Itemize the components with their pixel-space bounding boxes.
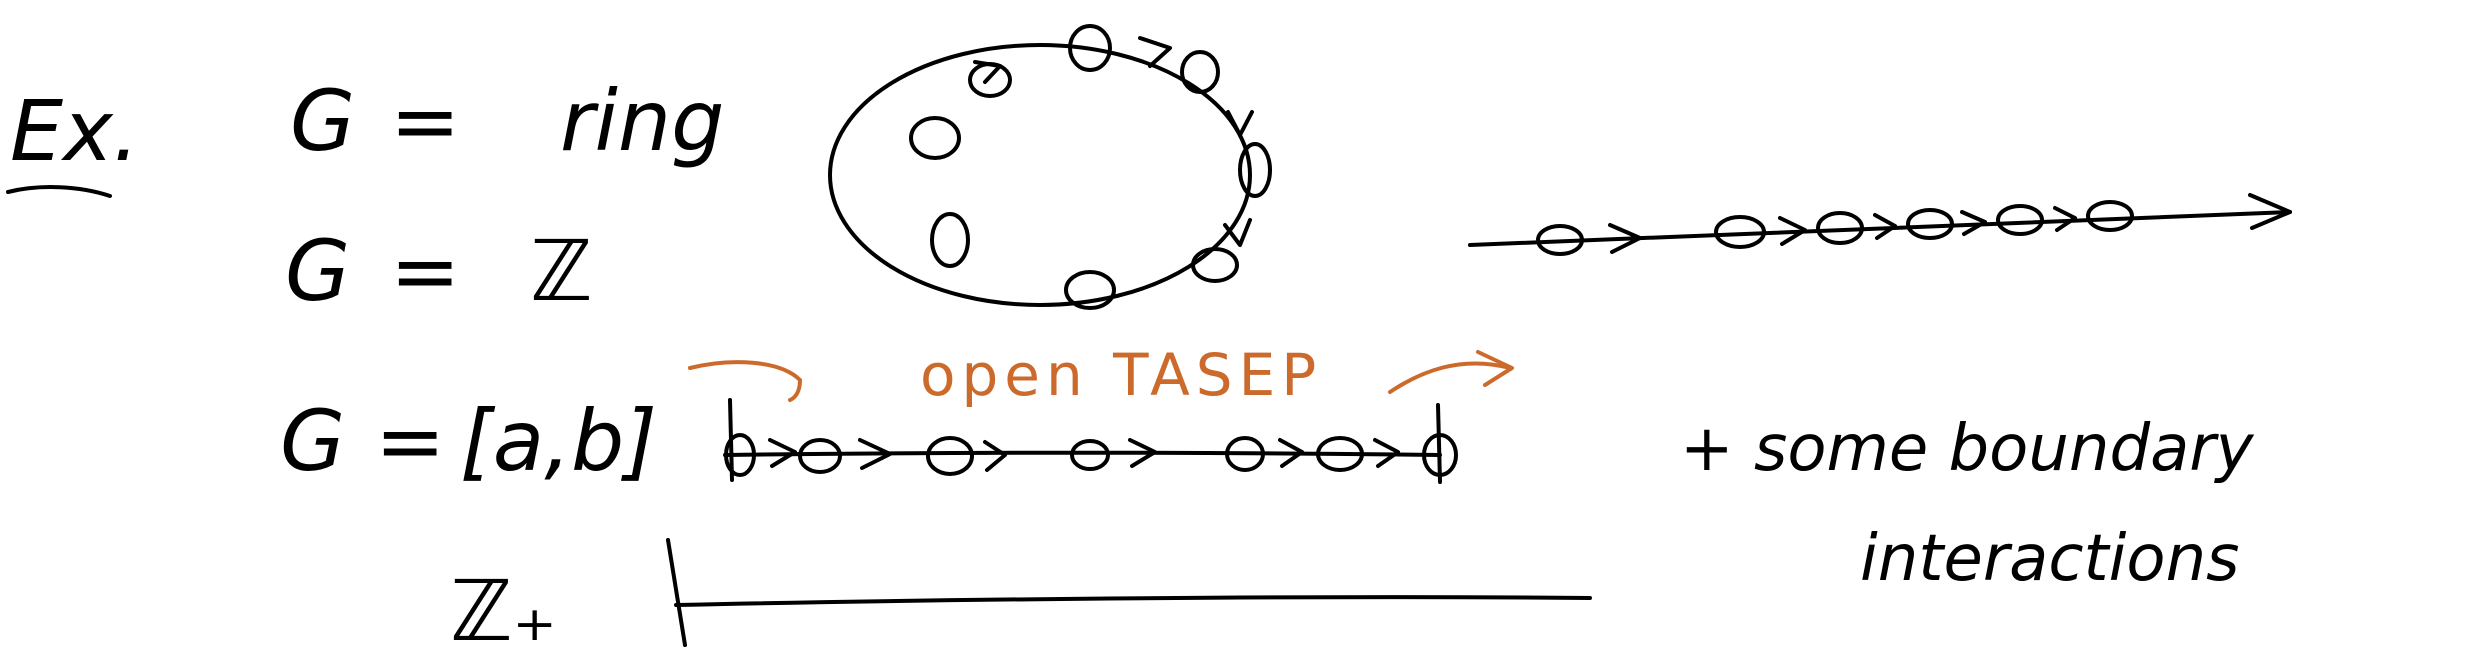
- line2-rhs: ℤ: [530, 222, 593, 320]
- example-underline: [6, 185, 112, 198]
- line2-lhs: G: [285, 222, 350, 320]
- entry-arrow-orange: [688, 360, 802, 402]
- half-line-diagram: [666, 538, 1592, 647]
- line2-eq: =: [390, 222, 460, 320]
- interval-diagram: [723, 398, 1458, 484]
- line3-lhs: G: [280, 392, 345, 490]
- line3-eq: =: [375, 392, 445, 490]
- boundary-note-line1: + some boundary: [1680, 412, 2255, 486]
- line3-rhs: [a,b]: [460, 392, 657, 490]
- integer-lattice-diagram: [1468, 193, 2292, 256]
- open-tasep-label: open TASEP: [920, 341, 1322, 409]
- exit-arrowhead-orange: [1476, 350, 1514, 387]
- boundary-note-line2: interactions: [1860, 522, 2239, 596]
- line1-lhs: G: [290, 72, 355, 170]
- line1-rhs: ring: [560, 72, 724, 170]
- line4-lhs: ℤ₊: [450, 562, 557, 656]
- line1-eq: =: [390, 72, 460, 170]
- exit-arrow-orange: [1388, 361, 1512, 394]
- ring-diagram: [828, 24, 1272, 310]
- example-label: Ex.: [10, 82, 140, 180]
